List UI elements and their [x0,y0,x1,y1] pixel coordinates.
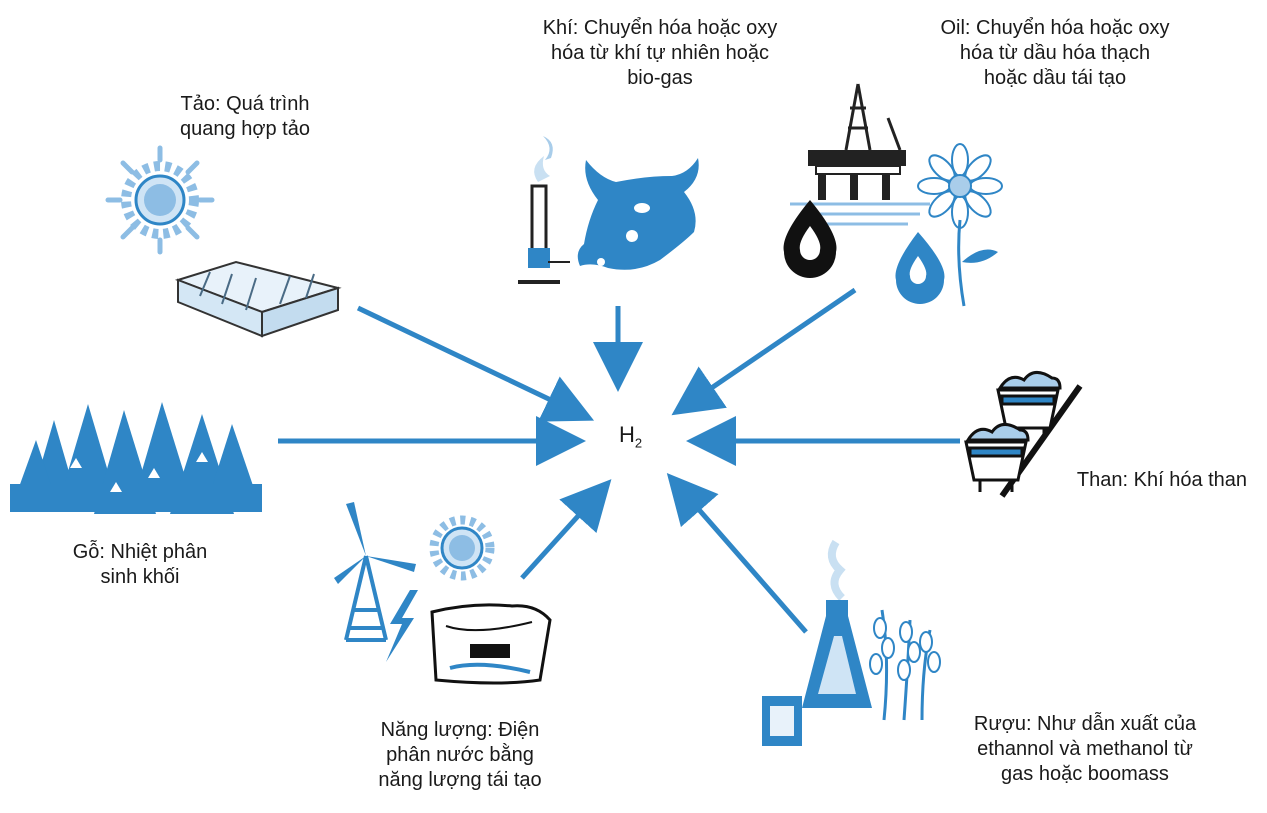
arrow-algae [356,305,595,422]
label-energy: Năng lượng: Điện phân nước bằng năng lượ… [378,719,542,791]
arrow-energy [520,479,612,580]
label-oil: Oil: Chuyển hóa hoặc oxy hóa từ dầu hóa … [940,17,1170,89]
wind-sun-hydro-icon [334,502,552,685]
lab-flask-wheat-icon [762,539,941,746]
gas-burner-and-cow-icon [518,136,699,284]
hydrogen-subscript: 2 [634,435,643,451]
label-gas: Khí: Chuyển hóa hoặc oxy hóa từ khí tự n… [542,17,778,89]
hydrogen-label: H2 [619,422,643,451]
label-algae: Tảo: Quá trình quang hợp tảo [180,93,310,140]
oil-rig-drops-flower-icon [783,83,1003,307]
forest-icon [10,402,262,514]
arrow-alcohol [666,472,808,634]
arrows [278,287,960,634]
coal-carts-icon [964,371,1083,498]
sun-and-algae-tank-icon [105,145,342,338]
label-coal: Than: Khí hóa than [1076,469,1248,491]
arrow-oil [671,287,857,416]
label-wood: Gỗ: Nhiệt phân sinh khối [72,541,208,588]
label-alcohol: Rượu: Như dẫn xuất của ethannol và metha… [973,713,1197,785]
